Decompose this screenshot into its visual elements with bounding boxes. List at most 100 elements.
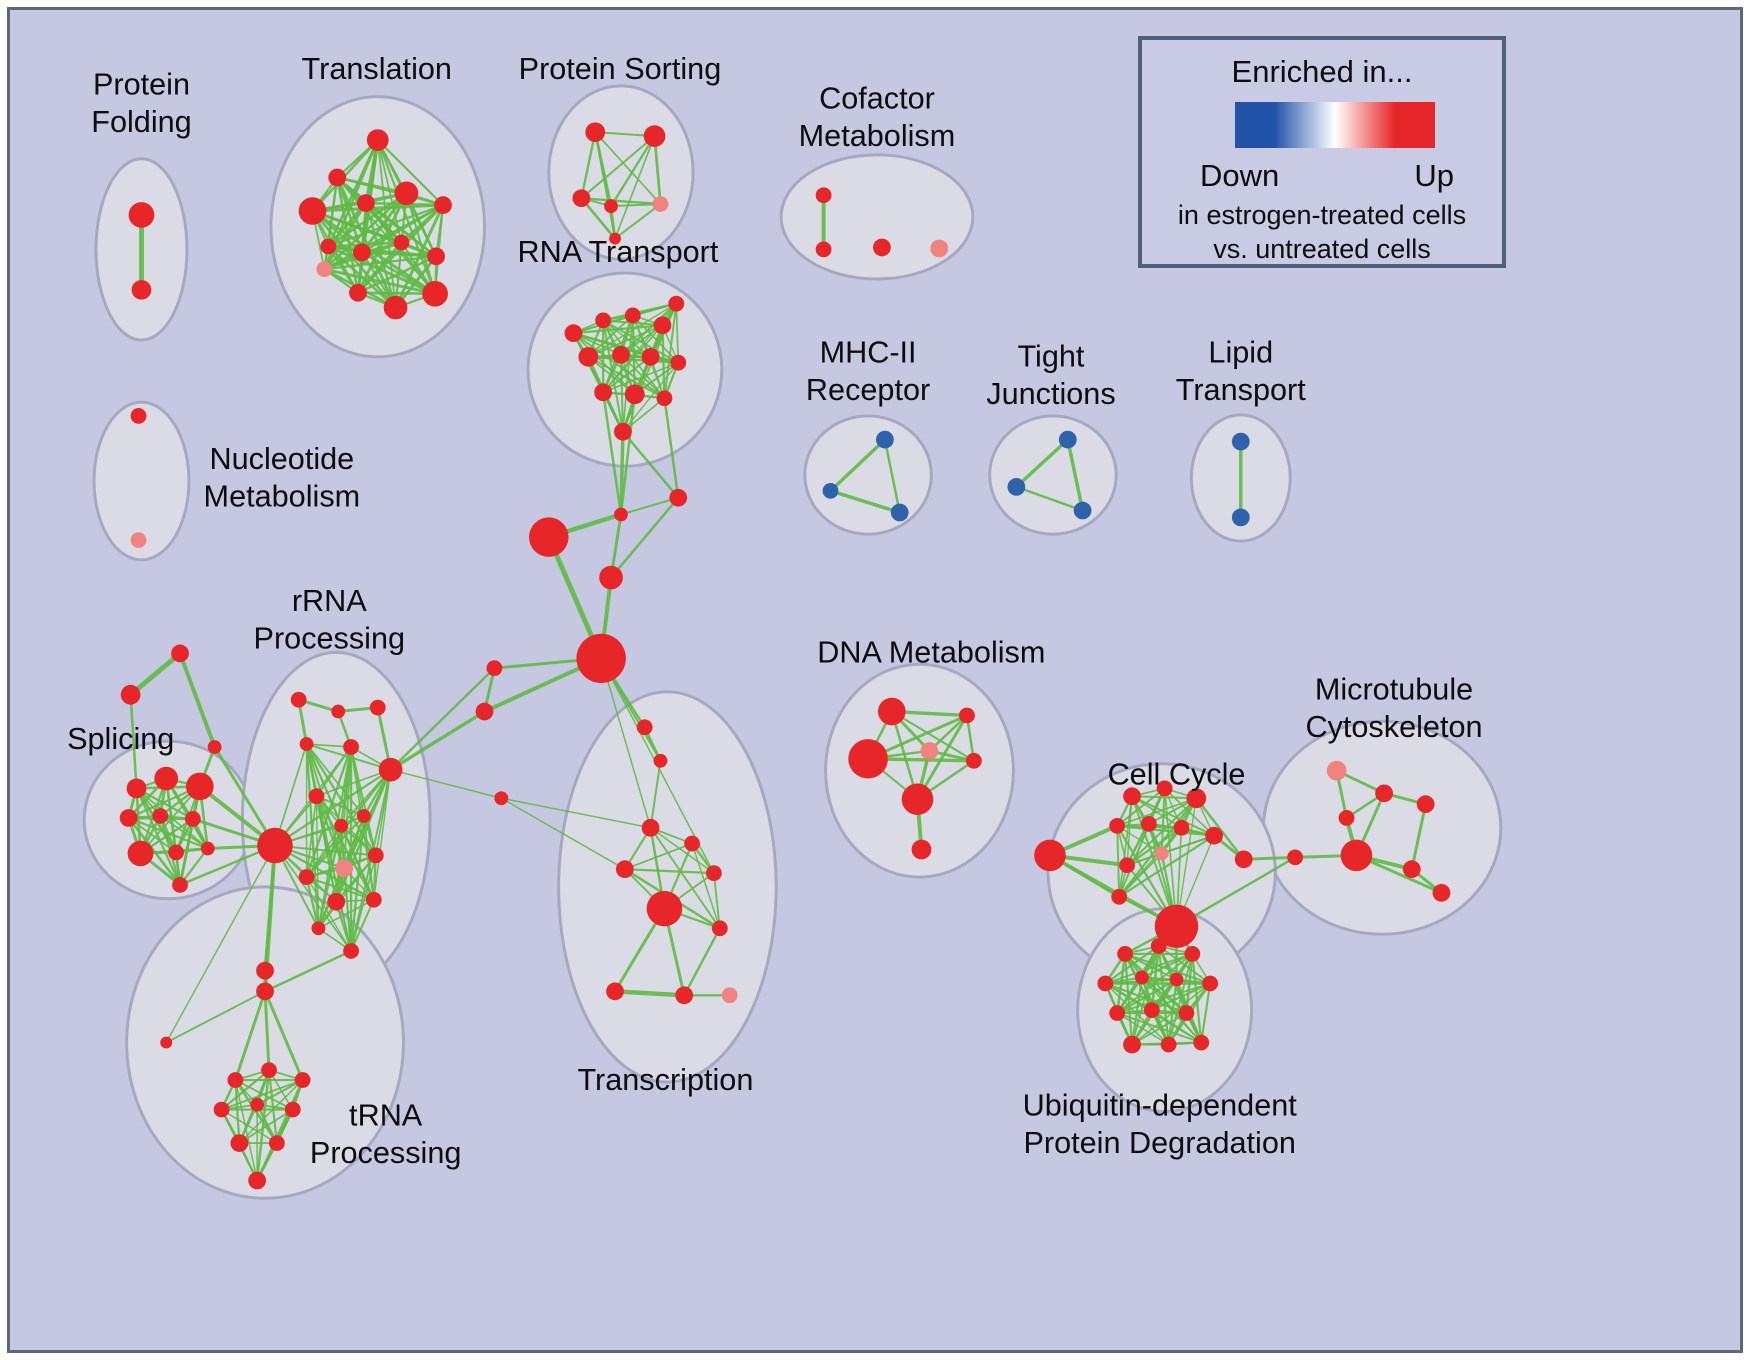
node-d2 [848, 739, 888, 779]
node-u4 [1097, 975, 1114, 992]
edge-u3-u12 [1167, 952, 1194, 1046]
edge-r12-c2 [619, 429, 625, 517]
cluster-trna-processing [125, 885, 405, 1200]
node-cf4 [930, 239, 949, 258]
edge-rr7-rr14 [315, 795, 375, 901]
cluster-mhc-ii-receptor [803, 414, 933, 536]
node-tn5 [213, 1101, 230, 1118]
cluster-label-dna-metabolism: DNA Metabolism [817, 635, 1045, 669]
legend: Enriched in... Down Up in estrogen-treat… [1138, 36, 1506, 268]
node-mh3 [890, 503, 909, 522]
node-r12 [614, 422, 632, 441]
edge-rr6-rr14 [373, 768, 392, 901]
edge-cc7-cc10 [1125, 826, 1183, 867]
edge-rr7-rr9 [315, 795, 365, 817]
node-cc10 [1119, 857, 1135, 874]
edge-r3-r5 [587, 314, 634, 358]
node-r3 [624, 307, 641, 324]
cluster-transcription [557, 690, 778, 1084]
edge-s3-s7 [139, 785, 201, 855]
node-s7 [127, 840, 154, 867]
edge-ps2-ps3 [580, 135, 656, 200]
node-ps6 [609, 232, 621, 245]
node-u3 [1184, 946, 1201, 962]
edge-tn4-tn6 [256, 1078, 304, 1106]
edge-r8-r13 [675, 302, 680, 364]
edge-tn4-tn5 [220, 1079, 304, 1111]
node-u1 [1117, 946, 1134, 962]
edge-rr12-rr14 [305, 876, 375, 901]
edge-t1-t6 [376, 138, 445, 207]
node-tn3 [261, 1062, 277, 1079]
node-x9 [675, 986, 694, 1005]
legend-context-line2: vs. untreated cells [1213, 234, 1431, 264]
node-x10 [721, 987, 738, 1004]
edge-c5-rr6 [389, 666, 496, 771]
node-t5 [394, 181, 419, 206]
edge-t4-t13 [364, 202, 397, 309]
cluster-cofactor-metabolism [779, 153, 975, 281]
node-tn10 [248, 1171, 267, 1190]
node-rr12 [298, 869, 315, 885]
node-cc9 [1154, 846, 1169, 861]
edge-r7-r9 [602, 355, 652, 394]
node-c3 [529, 517, 569, 557]
edge-tn2-tn8 [234, 1078, 241, 1145]
node-u10 [1178, 1005, 1195, 1021]
edge-t5-t14 [405, 192, 437, 295]
node-t12 [349, 283, 367, 302]
edge-tn1-tn0 [165, 990, 267, 1044]
node-tn1 [160, 1036, 173, 1049]
edge-ps4-ps5 [610, 203, 662, 208]
edge-ps5-ps6 [613, 203, 662, 240]
node-sa2 [171, 644, 189, 663]
node-d5 [965, 752, 982, 769]
node-c7 [494, 791, 509, 806]
edge-t9-t12 [356, 241, 403, 295]
edge-s1-s6 [135, 787, 194, 821]
edge-cc4-cc5 [1116, 797, 1198, 827]
node-t2 [328, 168, 347, 187]
edge-cc5-cc12 [1116, 824, 1121, 898]
node-lt1 [1231, 432, 1250, 451]
edge-r11-r12 [622, 397, 666, 433]
node-u12 [1160, 1036, 1177, 1053]
edge-rr5-rr15 [317, 746, 353, 930]
edge-rr6-c7 [389, 768, 503, 799]
edge-t12-t14 [356, 291, 437, 296]
node-c4 [599, 565, 623, 590]
node-mb [1340, 839, 1373, 872]
edge-tn0-tn4 [263, 989, 305, 1082]
node-u9 [1143, 1002, 1160, 1018]
edge-c1-c2 [619, 496, 680, 516]
edge-rr4-rr15 [305, 742, 320, 930]
node-cc5 [1109, 817, 1126, 834]
node-rrh [257, 827, 293, 864]
node-m4 [1416, 795, 1435, 814]
legend-title: Enriched in... [1231, 54, 1413, 89]
node-sa3 [207, 740, 222, 754]
edge-d4-d6 [916, 713, 969, 801]
node-mh1 [875, 430, 894, 449]
edge-u10-u11 [1131, 1012, 1188, 1046]
node-rr16 [343, 943, 359, 959]
node-m6 [1432, 883, 1451, 902]
node-n2 [130, 532, 147, 548]
edge-rr9-rr13 [335, 815, 365, 903]
edge-x7-x9 [682, 927, 722, 997]
node-n1 [130, 408, 147, 424]
node-t10 [427, 247, 445, 266]
edge-u8-u12 [1116, 1012, 1170, 1046]
edge-d1-d5 [890, 710, 975, 762]
cluster-tight-junctions [988, 414, 1118, 536]
edge-x4-x7 [691, 842, 721, 930]
edge-tn0-tn2 [233, 989, 267, 1082]
edge-tj2-tj3 [1015, 485, 1084, 512]
edge-mh2-mh3 [828, 489, 902, 515]
node-rr9 [356, 809, 371, 823]
edge-ps2-ps4 [609, 134, 656, 208]
